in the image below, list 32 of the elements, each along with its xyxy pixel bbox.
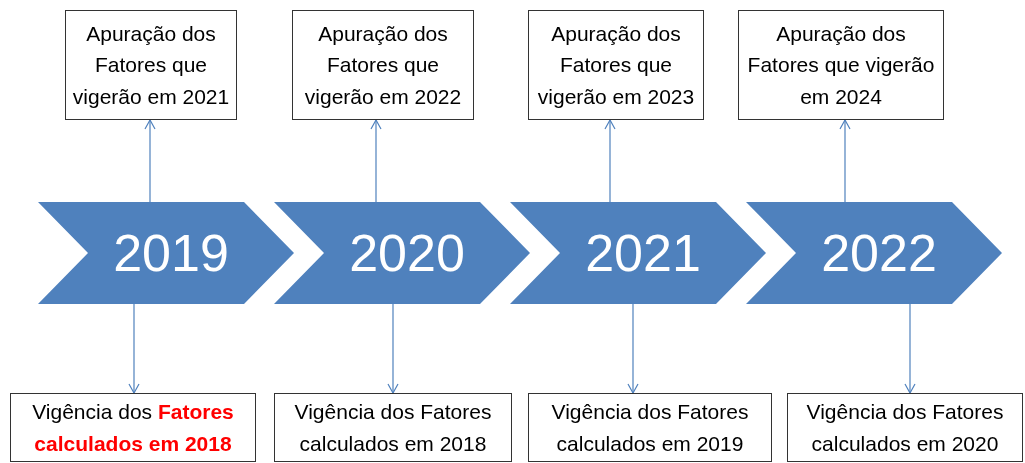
text-box (528, 393, 772, 462)
box-text: Vigência dos Fatores calculados em 2020 (805, 399, 1005, 457)
text-box (274, 393, 512, 462)
text-box (10, 393, 256, 462)
year-label: 2022 (821, 227, 937, 279)
box-text: Apuração dos Fatores que vigerão em 2021 (71, 20, 231, 110)
box-text: Vigência dos Fatores calculados em 2018 (293, 399, 493, 457)
box-text: Apuração dos Fatores que vigerão em 2023 (536, 20, 696, 110)
year-label: 2021 (585, 227, 701, 279)
year-label: 2020 (349, 227, 465, 279)
chevron-shape (274, 202, 530, 304)
chevron-shape (38, 202, 294, 304)
box-text: Vigência dos Fatores calculados em 2018 (31, 399, 235, 457)
chevron-shape (510, 202, 766, 304)
arrow (627, 303, 639, 394)
text-box (528, 10, 704, 120)
arrow (839, 119, 851, 203)
arrow (128, 303, 140, 394)
arrow (370, 119, 382, 203)
text-box (292, 10, 474, 120)
arrow (144, 119, 156, 203)
box-text: Apuração dos Fatores que vigerão em 2024 (746, 20, 936, 110)
year-label: 2019 (113, 227, 229, 279)
arrow (904, 303, 916, 394)
box-text: Vigência dos Fatores calculados em 2019 (550, 399, 750, 457)
chevron-shape (746, 202, 1002, 304)
text-box (738, 10, 944, 120)
arrow (604, 119, 616, 203)
text-box (65, 10, 237, 120)
arrow (387, 303, 399, 394)
text-box (787, 393, 1023, 462)
box-text: Apuração dos Fatores que vigerão em 2022 (303, 20, 463, 110)
